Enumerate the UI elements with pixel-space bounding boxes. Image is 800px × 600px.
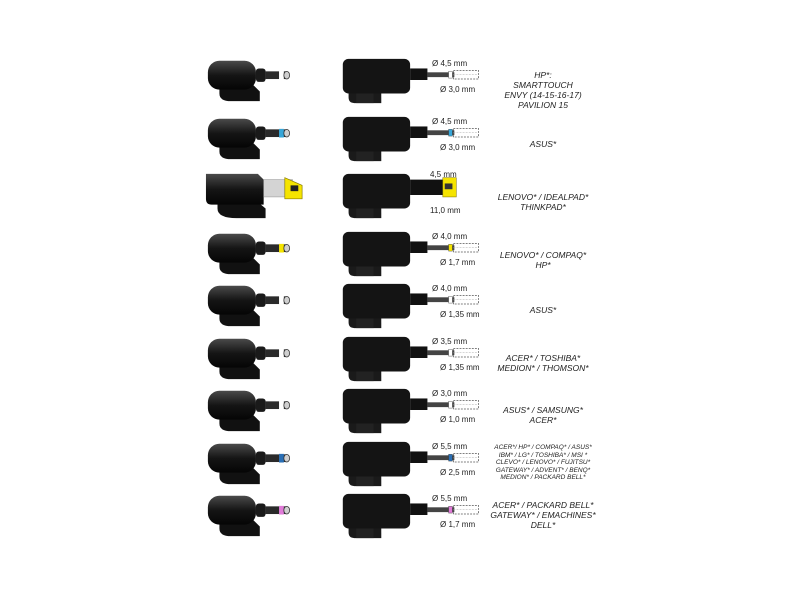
brand-line: LENOVO* / IDEALPAD*: [497, 192, 589, 202]
compatible-brands-text: ACER* / PACKARD BELL*GATEWAY* / EMACHINE…: [478, 500, 608, 530]
compatible-brands-text: ACER*/ HP* / COMPAQ* / ASUS*IBM* / LG* /…: [478, 444, 608, 482]
tip-photo-image: [207, 443, 290, 485]
tip-diagram-image: [342, 116, 479, 162]
inner-diameter-label: Ø 1,35 mm: [440, 310, 480, 319]
compatible-brands-text: LENOVO* / IDEALPAD*THINKPAD*: [478, 192, 608, 212]
brand-line: IBM* / LG* / TOSHIBA* / MSI *: [498, 451, 588, 459]
outer-diameter-label: Ø 4,0 mm: [432, 284, 468, 293]
outer-diameter-label: Ø 4,5 mm: [432, 117, 468, 126]
brand-line: CLEVO* / LENOVO* / FUJITSU*: [495, 459, 591, 467]
brand-line: MEDION* / PACKARD BELL*: [500, 474, 586, 482]
tip-diagram-image: [342, 173, 457, 219]
inner-diameter-label: Ø 1,35 mm: [440, 363, 480, 372]
outer-diameter-label: Ø 3,5 mm: [432, 337, 468, 346]
compatible-brands-text: ASUS* / SAMSUNG*ACER*: [478, 405, 608, 425]
compatible-brands-text: LENOVO* / COMPAQ*HP*: [478, 250, 608, 270]
tip-diagram-image: [342, 336, 479, 382]
brand-line: ACER*: [529, 415, 557, 425]
brand-line: MEDION* / THOMSON*: [497, 363, 589, 373]
brand-line: ACER*/ HP* / COMPAQ* / ASUS*: [494, 444, 592, 451]
outer-diameter-label: Ø 4,0 mm: [432, 232, 468, 241]
outer-diameter-label: Ø 3,0 mm: [432, 389, 468, 398]
brand-line: SMARTTOUCH: [513, 80, 573, 90]
brand-line: DELL*: [530, 520, 556, 530]
compatible-brands-text: ACER* / TOSHIBA*MEDION* / THOMSON*: [478, 353, 608, 373]
brand-line: ASUS*: [529, 139, 557, 149]
tip-photo-image: [207, 338, 290, 380]
brand-line: LENOVO* / COMPAQ*: [499, 250, 587, 260]
tip-photo-image: [207, 118, 290, 160]
tip-photo-image: [207, 285, 290, 327]
tip-diagram-image: [342, 388, 479, 434]
tip-photo-image: [207, 390, 290, 432]
brand-line: THINKPAD*: [520, 202, 566, 212]
tip-photo-image: [207, 495, 290, 537]
brand-line: ACER* / PACKARD BELL*: [492, 500, 594, 510]
brand-line: ENVY (14-15-16-17): [504, 90, 582, 100]
brand-line: GATEWAY* / ADVENT* / BENQ*: [495, 466, 591, 474]
inner-diameter-label: Ø 2,5 mm: [440, 468, 476, 477]
inner-diameter-label: Ø 1,0 mm: [440, 415, 476, 424]
tip-photo-image: [207, 60, 290, 102]
tip-photo-image: [207, 233, 290, 275]
inner-diameter-label: Ø 3,0 mm: [440, 85, 476, 94]
inner-diameter-label: Ø 3,0 mm: [440, 143, 476, 152]
inner-diameter-label: Ø 1,7 mm: [440, 520, 476, 529]
compatible-brands-text: ASUS*: [478, 305, 608, 315]
tip-photo-image: [205, 173, 303, 219]
brand-line: ASUS* / SAMSUNG*: [503, 405, 583, 415]
brand-line: ASUS*: [529, 305, 557, 315]
tip-diagram-image: [342, 231, 479, 277]
inner-diameter-label: 11,0 mm: [430, 206, 461, 215]
outer-diameter-label: Ø 4,5 mm: [432, 59, 468, 68]
tip-diagram-image: [342, 493, 479, 539]
tip-diagram-image: [342, 441, 479, 487]
tip-diagram-image: [342, 58, 479, 104]
inner-diameter-label: Ø 1,7 mm: [440, 258, 476, 267]
outer-diameter-label: Ø 5,5 mm: [432, 494, 468, 503]
brand-line: HP*: [535, 260, 551, 270]
brand-line: ACER* / TOSHIBA*: [505, 353, 581, 363]
outer-diameter-label: 4,5 mm: [430, 170, 457, 179]
brand-line: PAVILION 15: [518, 100, 568, 110]
tip-diagram-image: [342, 283, 479, 329]
brand-line: HP*:: [534, 70, 552, 80]
outer-diameter-label: Ø 5,5 mm: [432, 442, 468, 451]
brand-line: GATEWAY* / EMACHINES*: [490, 510, 596, 520]
compatible-brands-text: ASUS*: [478, 139, 608, 149]
